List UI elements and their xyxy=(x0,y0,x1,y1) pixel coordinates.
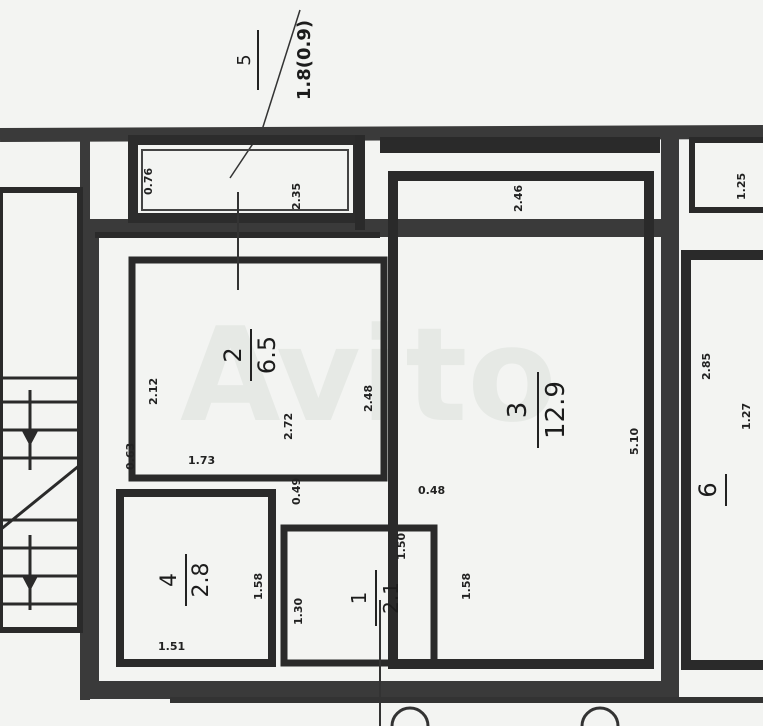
balcony-area: 1.8(0.9) xyxy=(294,20,315,100)
room-6-label: 6 xyxy=(694,474,727,506)
dim-room3-right: 5.10 xyxy=(628,428,641,455)
room-3-label: 3 12.9 xyxy=(503,372,571,448)
dim-neighbor-b: 1.27 xyxy=(740,403,753,430)
balcony-leader-line xyxy=(261,9,301,131)
room-6-number: 6 xyxy=(694,482,722,497)
room-1-area: 2.1 xyxy=(379,582,403,614)
dim-room2-side: 0.63 xyxy=(124,443,137,470)
balcony xyxy=(128,135,363,223)
staircase xyxy=(0,187,83,633)
balcony-label: 5 1.8(0.9) xyxy=(234,20,315,100)
room-1-label: 1 2.1 xyxy=(347,570,403,626)
bottom-fixtures xyxy=(170,697,763,726)
balcony-number: 5 xyxy=(234,54,255,65)
room-4-outline xyxy=(116,489,276,667)
dim-room1-right: 1.58 xyxy=(460,573,473,600)
room-2-outline xyxy=(128,256,388,482)
room-2-area: 6.5 xyxy=(253,336,281,374)
dim-room1-top: 1.50 xyxy=(395,533,408,560)
room-walls xyxy=(95,135,763,670)
neighbor-room-outline xyxy=(689,137,763,213)
dim-room4-right: 1.58 xyxy=(252,573,265,600)
room-3-number: 3 xyxy=(503,402,533,419)
dim-room2-mid: 2.72 xyxy=(282,413,295,440)
dim-balcony-right: 2.35 xyxy=(290,183,303,210)
dim-room2-right: 2.48 xyxy=(362,385,375,412)
room-3-outline xyxy=(388,171,654,669)
dim-room2-left: 2.12 xyxy=(147,378,160,405)
room-1-number: 1 xyxy=(347,592,371,605)
dim-room3-door: 0.48 xyxy=(418,484,445,497)
dim-balcony-left: 0.76 xyxy=(142,168,155,195)
room-3-area: 12.9 xyxy=(541,381,571,439)
dim-neighbor-a: 2.85 xyxy=(700,353,713,380)
room-4-label: 4 2.8 xyxy=(157,554,214,606)
room-2-label: 2 6.5 xyxy=(219,329,281,381)
dim-room4-bottom: 1.51 xyxy=(158,640,185,653)
room-6-outline xyxy=(681,250,763,670)
dim-room3-top: 2.46 xyxy=(512,185,525,212)
dim-room2-small: 0.49 xyxy=(290,478,303,505)
room-1-outline xyxy=(280,524,438,667)
dim-room2-bottom: 1.73 xyxy=(188,454,215,467)
room-4-area: 2.8 xyxy=(189,563,214,598)
watermark: Avito xyxy=(180,299,557,451)
room-2-number: 2 xyxy=(219,347,247,362)
room-4-number: 4 xyxy=(157,573,182,587)
dim-room1-left: 1.30 xyxy=(292,598,305,625)
dim-neighbor-c: 1.25 xyxy=(735,173,748,200)
